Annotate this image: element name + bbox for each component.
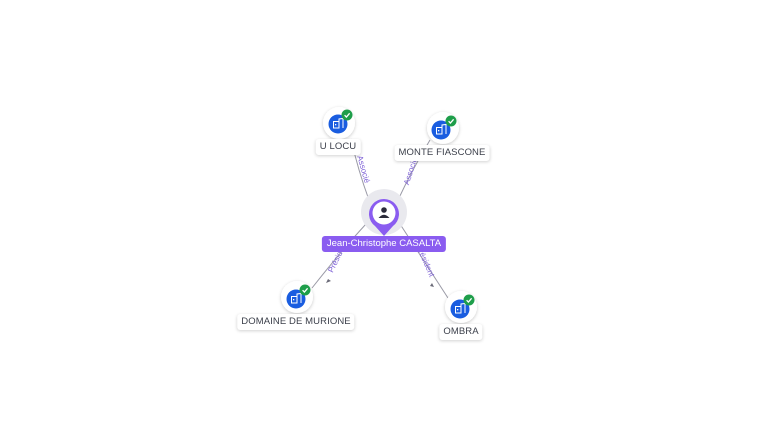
building-icon <box>455 302 466 314</box>
company-node-domaine-de-murione[interactable] <box>281 281 313 313</box>
person-name-label[interactable]: Jean-Christophe CASALTA <box>321 236 447 252</box>
building-icon <box>436 123 447 135</box>
company-label-ombra[interactable]: OMBRA <box>439 324 483 340</box>
company-label-u-locu[interactable]: U LOCU <box>315 139 361 155</box>
company-label-domaine-de-murione[interactable]: DOMAINE DE MURIONE <box>237 314 355 330</box>
arrow-head <box>326 279 331 283</box>
arrow-head <box>430 283 434 287</box>
company-node-ombra[interactable] <box>445 291 477 323</box>
building-icon <box>291 292 302 304</box>
person-icon <box>378 207 390 218</box>
check-badge-icon <box>299 284 311 296</box>
building-icon <box>333 117 344 129</box>
edge-domaine-de-murione: Président <box>311 223 367 289</box>
check-badge-icon <box>341 109 353 121</box>
person-node[interactable] <box>361 189 407 236</box>
check-badge-icon <box>463 294 475 306</box>
company-node-u-locu[interactable] <box>323 107 355 139</box>
check-badge-icon <box>445 115 457 127</box>
company-label-monte-fiascone[interactable]: MONTE FIASCONE <box>394 145 490 161</box>
svg-text:Associé: Associé <box>355 155 372 185</box>
company-node-monte-fiascone[interactable] <box>427 112 459 144</box>
